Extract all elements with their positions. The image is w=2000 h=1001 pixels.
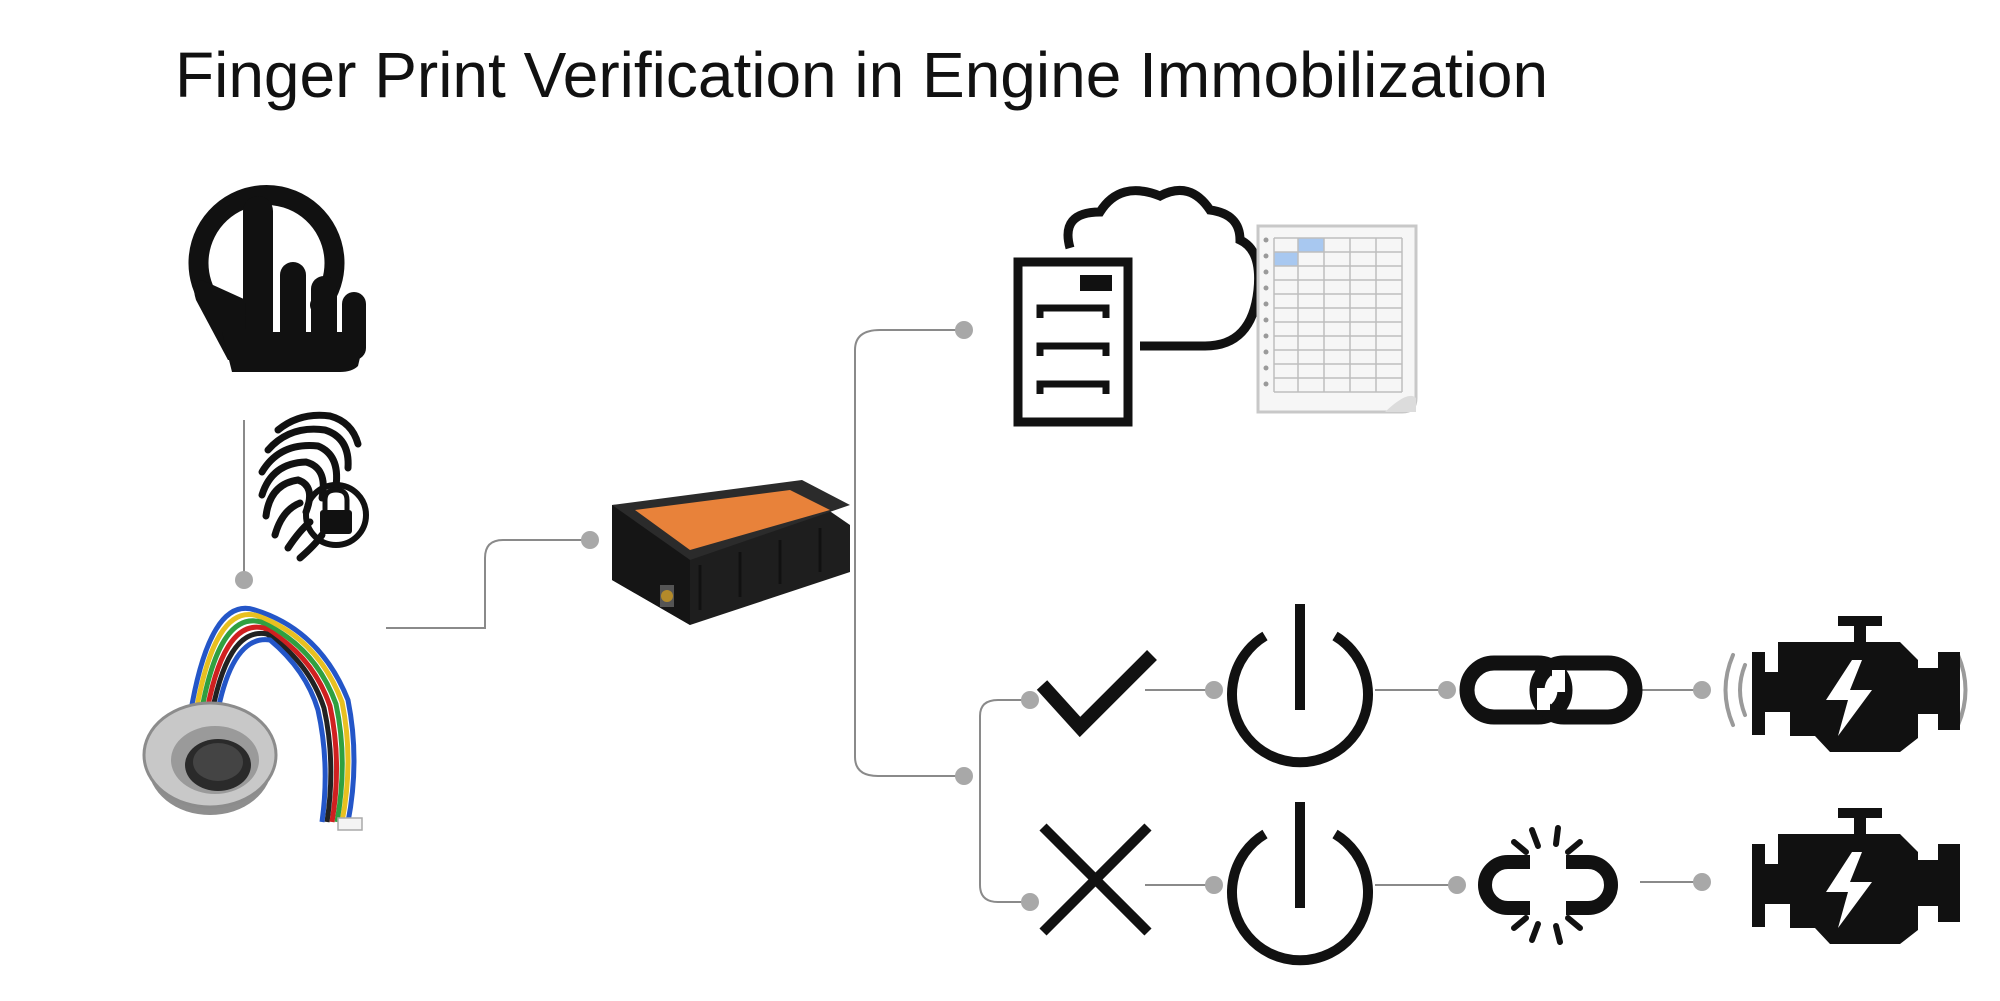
connector-dot bbox=[1205, 681, 1223, 699]
fingerprint-lock-icon bbox=[258, 411, 369, 562]
connector-dot bbox=[1448, 876, 1466, 894]
checkmark-icon bbox=[1036, 650, 1157, 738]
diagram-title: Finger Print Verification in Engine Immo… bbox=[175, 39, 1549, 111]
connector-dot bbox=[1021, 893, 1039, 911]
connector-dot bbox=[955, 767, 973, 785]
server-cloud-icon bbox=[1013, 185, 1264, 427]
power-icon bbox=[1227, 802, 1373, 966]
connector-dot bbox=[235, 571, 253, 589]
fingerprint-sensor-module bbox=[142, 605, 363, 831]
connector-dot bbox=[581, 531, 599, 549]
connector-dot bbox=[955, 321, 973, 339]
connector-dots bbox=[235, 321, 1711, 911]
engine-icon bbox=[1723, 616, 1968, 752]
spreadsheet-icon bbox=[1256, 224, 1418, 414]
gps-tracker-device bbox=[612, 480, 850, 625]
broken-link-icon bbox=[1478, 825, 1618, 945]
link-icon bbox=[1459, 655, 1643, 725]
connector-lines bbox=[243, 329, 1700, 903]
connector-sensor-to-tracker bbox=[386, 539, 588, 629]
engine-icon bbox=[1752, 808, 1960, 944]
connector-dot bbox=[1693, 681, 1711, 699]
cross-icon bbox=[1039, 823, 1152, 936]
connector-dot bbox=[1693, 873, 1711, 891]
connector-dot bbox=[1205, 876, 1223, 894]
hand-tap-icon bbox=[188, 185, 366, 372]
connector-dot bbox=[1021, 691, 1039, 709]
power-icon bbox=[1227, 604, 1373, 768]
connector-tracker-branches bbox=[854, 329, 962, 777]
connector-result-branches bbox=[979, 699, 1030, 903]
connector-dot bbox=[1438, 681, 1456, 699]
